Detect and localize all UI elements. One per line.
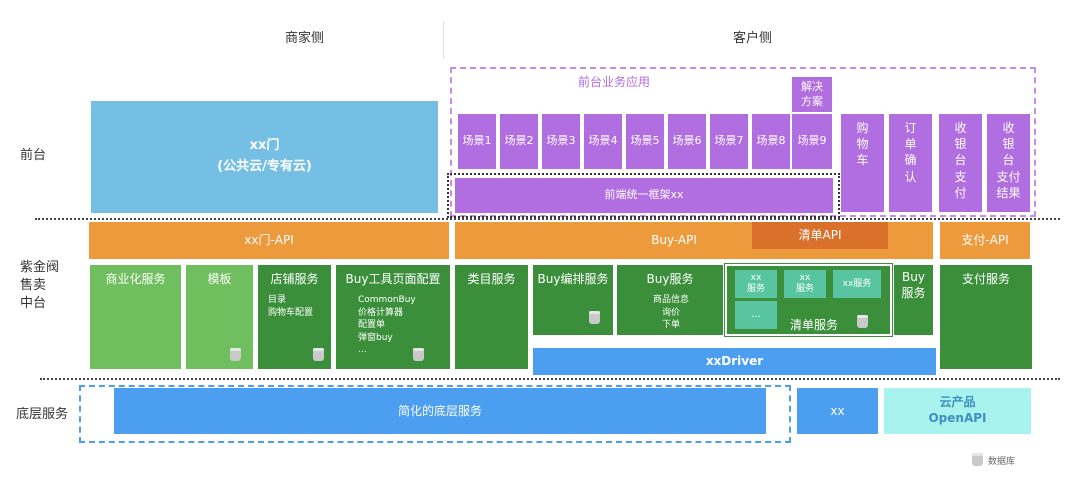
row-label-bottom: 底层服务	[16, 407, 69, 422]
cart-sub-service-1[interactable]: xx 服务	[735, 270, 777, 298]
order-confirm-label: 订 单 确 认	[904, 121, 917, 184]
bottom-services-frame	[79, 385, 791, 443]
scene-1[interactable]: 场景1	[458, 114, 496, 169]
shop-service-items: 目录 购物车配置	[268, 295, 314, 318]
buy-tool-config-items: CommonBuy 价格计算器 配置单 弹窗buy ...	[358, 295, 416, 356]
database-icon	[857, 315, 868, 328]
buy-layout-service-box[interactable]: Buy编排服务	[533, 265, 613, 335]
merchant-side-header: 商家侧	[285, 31, 325, 46]
database-icon	[589, 311, 600, 324]
scene-label: 场景5	[630, 134, 660, 148]
row-label-mid: 紫金阀 售卖 中台	[20, 260, 60, 312]
buy-service-box[interactable]: Buy服务	[617, 265, 723, 335]
cart-api-box[interactable]: 清单API	[752, 222, 888, 249]
scene-4[interactable]: 场景4	[584, 114, 622, 169]
separator-mid-bottom	[40, 378, 1060, 380]
pay-api-box[interactable]: 支付-API	[940, 222, 1030, 259]
scene-label: 场景6	[672, 134, 702, 148]
shop-service-label: 店铺服务	[270, 272, 319, 286]
framework-frame	[447, 173, 840, 218]
xxdriver-label: xxDriver	[705, 354, 764, 369]
checkout-pay-box[interactable]: 收 银 台 支 付	[939, 114, 982, 212]
simplified-base-service-box[interactable]: 简化的底层服务	[114, 388, 766, 434]
solution-box[interactable]: 解决 方案	[792, 77, 832, 112]
xx-base-service-box[interactable]: xx	[797, 388, 878, 434]
scene-3[interactable]: 场景3	[542, 114, 580, 169]
scene-6[interactable]: 场景6	[668, 114, 706, 169]
legend-database-label: 数据库	[988, 457, 1016, 467]
cart-sub-service-3[interactable]: xx服务	[833, 270, 881, 298]
category-service-box[interactable]: 类目服务	[455, 265, 528, 369]
buy-service-2-box[interactable]: Buy 服务	[894, 265, 933, 335]
category-service-label: 类目服务	[467, 272, 516, 286]
header-divider	[443, 22, 444, 58]
template-label: 模板	[207, 272, 232, 286]
cart-sub-service-label: xx 服务	[746, 273, 765, 294]
cart-sub-service-more[interactable]: ...	[735, 301, 777, 329]
database-icon	[413, 348, 424, 361]
legend-database-icon	[972, 453, 983, 466]
scene-8[interactable]: 场景8	[752, 114, 790, 169]
scene-label: 场景7	[714, 134, 744, 148]
xx-door-api-box[interactable]: xx门-API	[89, 222, 449, 259]
cart-service-label: 清单服务	[790, 318, 839, 332]
database-icon	[313, 348, 324, 361]
buy-api-label: Buy-API	[651, 233, 697, 248]
scene-label: 场景4	[588, 134, 618, 148]
customer-side-header: 客户侧	[733, 31, 773, 46]
scene-label: 场景1	[462, 134, 492, 148]
xx-door-box[interactable]: xx门 (公共云/专有云)	[91, 101, 438, 213]
cart-sub-service-label: ...	[751, 309, 761, 321]
scene-label: 场景3	[546, 134, 576, 148]
cart-box[interactable]: 购 物 车	[841, 114, 884, 212]
cart-sub-service-2[interactable]: xx 服务	[784, 270, 826, 298]
scene-label: 场景9	[797, 134, 827, 148]
cloud-product-openapi-label: 云产品 OpenAPI	[928, 395, 987, 425]
cloud-product-openapi-box[interactable]: 云产品 OpenAPI	[884, 388, 1031, 434]
scene-label: 场景8	[756, 134, 786, 148]
template-box[interactable]: 模板	[186, 265, 253, 369]
xx-base-service-label: xx	[830, 403, 845, 418]
buy-service-2-label: Buy 服务	[901, 270, 926, 301]
frontend-app-group-title: 前台业务应用	[578, 75, 651, 89]
separator-front-mid	[35, 218, 1060, 220]
xx-door-label: xx门 (公共云/专有云)	[217, 138, 312, 174]
scene-2[interactable]: 场景2	[500, 114, 538, 169]
xxdriver-box[interactable]: xxDriver	[533, 348, 936, 375]
cart-sub-service-label: xx 服务	[795, 273, 814, 294]
order-confirm-box[interactable]: 订 单 确 认	[889, 114, 932, 212]
checkout-result-label: 收 银 台 支付 结果	[996, 121, 1021, 200]
scene-9[interactable]: 场景9	[792, 114, 832, 169]
frontend-framework-label: 前端统一框架xx	[604, 188, 684, 202]
checkout-result-box[interactable]: 收 银 台 支付 结果	[987, 114, 1030, 212]
xx-door-api-label: xx门-API	[244, 233, 294, 248]
commercial-service-label: 商业化服务	[105, 272, 166, 286]
row-label-front: 前台	[20, 148, 47, 163]
scene-label: 场景2	[504, 134, 534, 148]
pay-service-label: 支付服务	[961, 272, 1010, 286]
buy-layout-service-label: Buy编排服务	[537, 272, 609, 286]
buy-tool-config-label: Buy工具页面配置	[345, 272, 441, 286]
frontend-framework-box[interactable]: 前端统一框架xx	[455, 178, 833, 213]
scene-7[interactable]: 场景7	[710, 114, 748, 169]
solution-label: 解决 方案	[801, 79, 823, 108]
cart-label: 购 物 车	[856, 121, 869, 168]
buy-service-items: 商品信息 询价 下单	[653, 295, 690, 331]
checkout-pay-label: 收 银 台 支 付	[954, 121, 967, 200]
buy-tool-config-box[interactable]: Buy工具页面配置	[336, 265, 450, 369]
buy-service-label: Buy服务	[646, 272, 694, 286]
commercial-service-box[interactable]: 商业化服务	[90, 265, 181, 369]
database-icon	[230, 348, 241, 361]
pay-service-box[interactable]: 支付服务	[940, 265, 1032, 369]
simplified-base-service-label: 简化的底层服务	[397, 403, 482, 418]
cart-sub-service-label: xx服务	[842, 278, 872, 289]
cart-api-label: 清单API	[798, 228, 842, 243]
pay-api-label: 支付-API	[961, 233, 1009, 248]
scene-5[interactable]: 场景5	[626, 114, 664, 169]
